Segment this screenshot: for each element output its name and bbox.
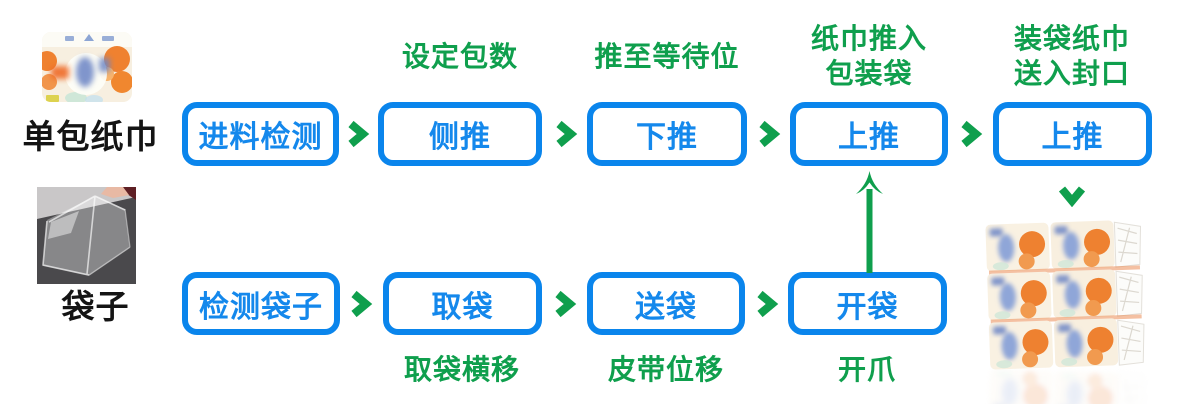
note-push-to-wait: 推至等待位 <box>557 14 777 98</box>
step-box-down-push: 下推 <box>587 102 747 166</box>
note-line: 皮带位移 <box>607 354 724 385</box>
step-box-up-push-2: 上推 <box>993 102 1152 166</box>
flow-chevron-icon <box>554 120 578 148</box>
flow-chevron-icon <box>553 290 577 318</box>
plastic-bag-photo <box>37 187 136 284</box>
up-arrow-icon <box>853 171 886 273</box>
tissue-pack-illustration <box>38 16 138 108</box>
note-open-claw: 开爪 <box>757 348 977 388</box>
note-line: 开爪 <box>837 354 896 385</box>
step-box-side-push: 侧推 <box>378 102 542 166</box>
single-tissue-pack-photo <box>38 16 138 108</box>
note-line: 纸巾推入 <box>810 23 927 54</box>
note-line: 包装袋 <box>825 58 913 89</box>
note-set-pack-count: 设定包数 <box>350 14 570 98</box>
flow-chevron-icon <box>755 290 779 318</box>
note-send-to-seal: 装袋纸巾 送入封口 <box>962 14 1182 98</box>
flow-chevron-icon <box>346 120 370 148</box>
note-bag-lateral-move: 取袋横移 <box>352 348 572 388</box>
step-box-take-bag: 取袋 <box>383 272 542 335</box>
note-line: 取袋横移 <box>403 354 520 385</box>
bagged-tissue-stack-photo <box>984 214 1150 404</box>
flow-chevron-icon <box>959 120 983 148</box>
note-push-into-bag: 纸巾推入 包装袋 <box>759 14 979 98</box>
note-belt-displacement: 皮带位移 <box>556 348 776 388</box>
plastic-bag-illustration <box>37 187 136 284</box>
step-box-send-bag: 送袋 <box>587 272 745 335</box>
flow-chevron-icon <box>349 290 373 318</box>
note-line: 送入封口 <box>1013 58 1130 89</box>
bottom-source-label: 袋子 <box>61 287 130 325</box>
step-box-up-push-1: 上推 <box>790 102 948 166</box>
step-box-feed-detection: 进料检测 <box>182 102 339 166</box>
tissue-stack-illustration <box>984 214 1150 404</box>
flow-chevron-icon <box>757 120 781 148</box>
top-source-label: 单包纸巾 <box>22 118 159 155</box>
note-line: 设定包数 <box>401 40 518 72</box>
note-line: 推至等待位 <box>594 40 740 72</box>
step-box-detect-bag: 检测袋子 <box>182 272 340 335</box>
note-line: 装袋纸巾 <box>1013 23 1130 54</box>
step-box-open-bag: 开袋 <box>788 272 947 335</box>
down-chevron-icon <box>1058 185 1086 208</box>
